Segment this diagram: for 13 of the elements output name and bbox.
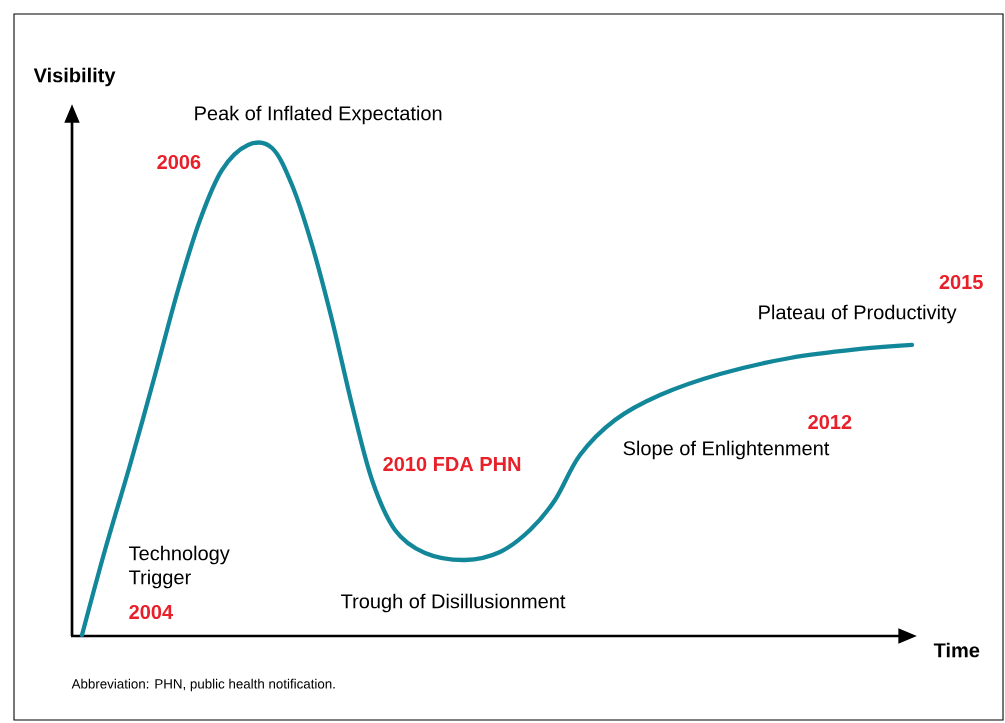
caption-text: Abbreviation: PHN, public health notification. — [71, 678, 335, 692]
year-label: 2015 — [939, 274, 983, 290]
axis-label: Visibility — [33, 67, 116, 87]
year-label: 2010 FDA PHN — [383, 456, 521, 472]
year-label: 2012 — [808, 414, 852, 430]
phase-label: Plateau of Productivity — [759, 304, 957, 324]
phase-label: Peak of Inflated Expectation — [195, 105, 442, 125]
year-label: 2004 — [129, 604, 173, 620]
axis-label: Time — [933, 642, 980, 658]
phase-label: Slope of Enlightenment — [623, 440, 830, 460]
phase-label: Trough of Disillusionment — [341, 593, 566, 613]
year-label: 2006 — [157, 154, 201, 170]
phase-label: Technology Trigger — [129, 545, 230, 589]
